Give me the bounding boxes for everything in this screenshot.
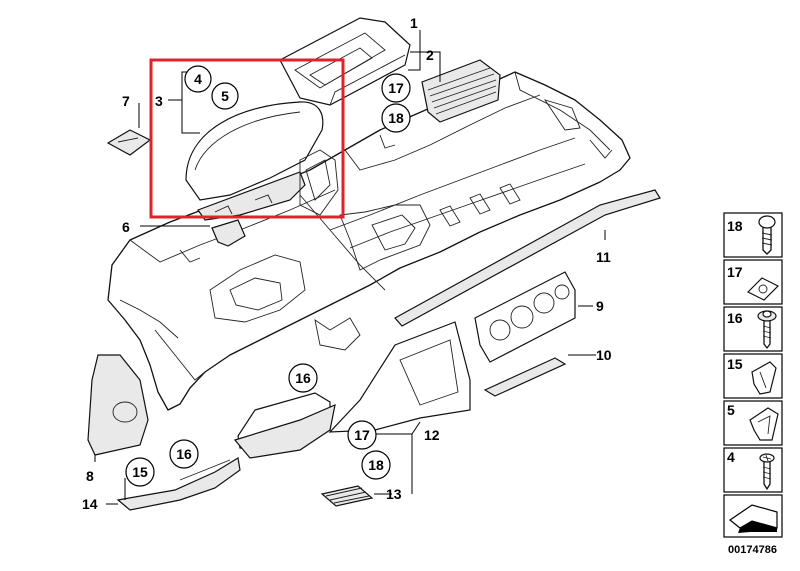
- label-10: 10: [596, 347, 612, 363]
- callout-4: 4: [184, 65, 212, 93]
- clip-nut-icon: [746, 277, 780, 301]
- label-11: 11: [596, 249, 611, 265]
- dashboard-trim-strip: [394, 189, 661, 327]
- svg-text:15: 15: [727, 356, 743, 372]
- svg-text:17: 17: [354, 427, 370, 443]
- reference-arrow-icon: [728, 504, 778, 533]
- svg-text:17: 17: [388, 80, 404, 96]
- callout-18-top: 18: [381, 103, 411, 133]
- legend-item-5: 5: [723, 400, 783, 446]
- svg-text:16: 16: [727, 310, 743, 326]
- callout-5: 5: [211, 82, 239, 110]
- tapping-screw-icon: [759, 453, 775, 490]
- callout-18-lower: 18: [361, 450, 391, 480]
- document-number: 00174786: [728, 544, 777, 556]
- circled-callouts: 4 5 17 18 16 17 18 15: [125, 65, 411, 487]
- label-6: 6: [122, 219, 130, 235]
- svg-text:5: 5: [221, 88, 229, 104]
- fastener-legend: 18 17 16: [723, 212, 783, 538]
- spring-clip-icon: [751, 361, 777, 395]
- adhesive-label: [106, 129, 152, 156]
- label-1: 1: [410, 15, 418, 31]
- legend-item-4: 4: [723, 447, 783, 493]
- callout-16-glovebox: 16: [288, 363, 318, 393]
- label-8: 8: [86, 468, 94, 484]
- svg-text:16: 16: [295, 370, 311, 386]
- callout-17-top: 17: [381, 73, 411, 103]
- svg-text:15: 15: [132, 464, 148, 480]
- label-2: 2: [426, 47, 434, 63]
- clip-icon: [749, 407, 779, 441]
- legend-item-16: 16: [723, 306, 783, 352]
- switch-trim-strip: [483, 357, 567, 397]
- floor-grille: [320, 485, 374, 507]
- plain-labels: 1 2 3 7 6 11 9 10 12 13 8 14: [82, 15, 612, 512]
- svg-text:4: 4: [194, 71, 202, 87]
- defroster-grille: [421, 59, 501, 123]
- svg-text:16: 16: [176, 446, 192, 462]
- label-12: 12: [424, 427, 440, 443]
- svg-text:17: 17: [727, 264, 743, 280]
- svg-text:4: 4: [727, 449, 735, 465]
- lower-console-trim: [328, 321, 471, 433]
- leader-lines: [94, 30, 606, 505]
- label-9: 9: [596, 298, 604, 314]
- callout-16-knee: 16: [169, 439, 199, 469]
- washer-screw-icon: [757, 310, 777, 349]
- svg-text:5: 5: [727, 402, 735, 418]
- instrument-cluster-hood: [185, 101, 339, 221]
- legend-item-15: 15: [723, 353, 783, 399]
- svg-text:18: 18: [368, 457, 384, 473]
- legend-item-17: 17: [723, 259, 783, 305]
- svg-text:18: 18: [388, 110, 404, 126]
- center-storage-box: [279, 17, 411, 106]
- dashboard-carrier: [107, 71, 631, 411]
- trim-clip-bracket: [211, 219, 246, 247]
- center-console-panel: [474, 271, 576, 363]
- svg-text:18: 18: [727, 218, 743, 234]
- glove-box: [233, 392, 336, 459]
- callout-15: 15: [125, 457, 155, 487]
- label-7: 7: [122, 93, 130, 109]
- label-3: 3: [155, 93, 163, 109]
- callout-17-lower: 17: [347, 420, 377, 450]
- screw-icon: [758, 215, 776, 255]
- side-trim-panel: [87, 354, 149, 456]
- legend-item-18: 18: [723, 212, 783, 258]
- knee-bolster-trim: [116, 457, 241, 511]
- label-14: 14: [82, 496, 98, 512]
- legend-item-reference: [723, 494, 783, 538]
- highlight-box: [149, 58, 345, 219]
- label-13: 13: [386, 486, 402, 502]
